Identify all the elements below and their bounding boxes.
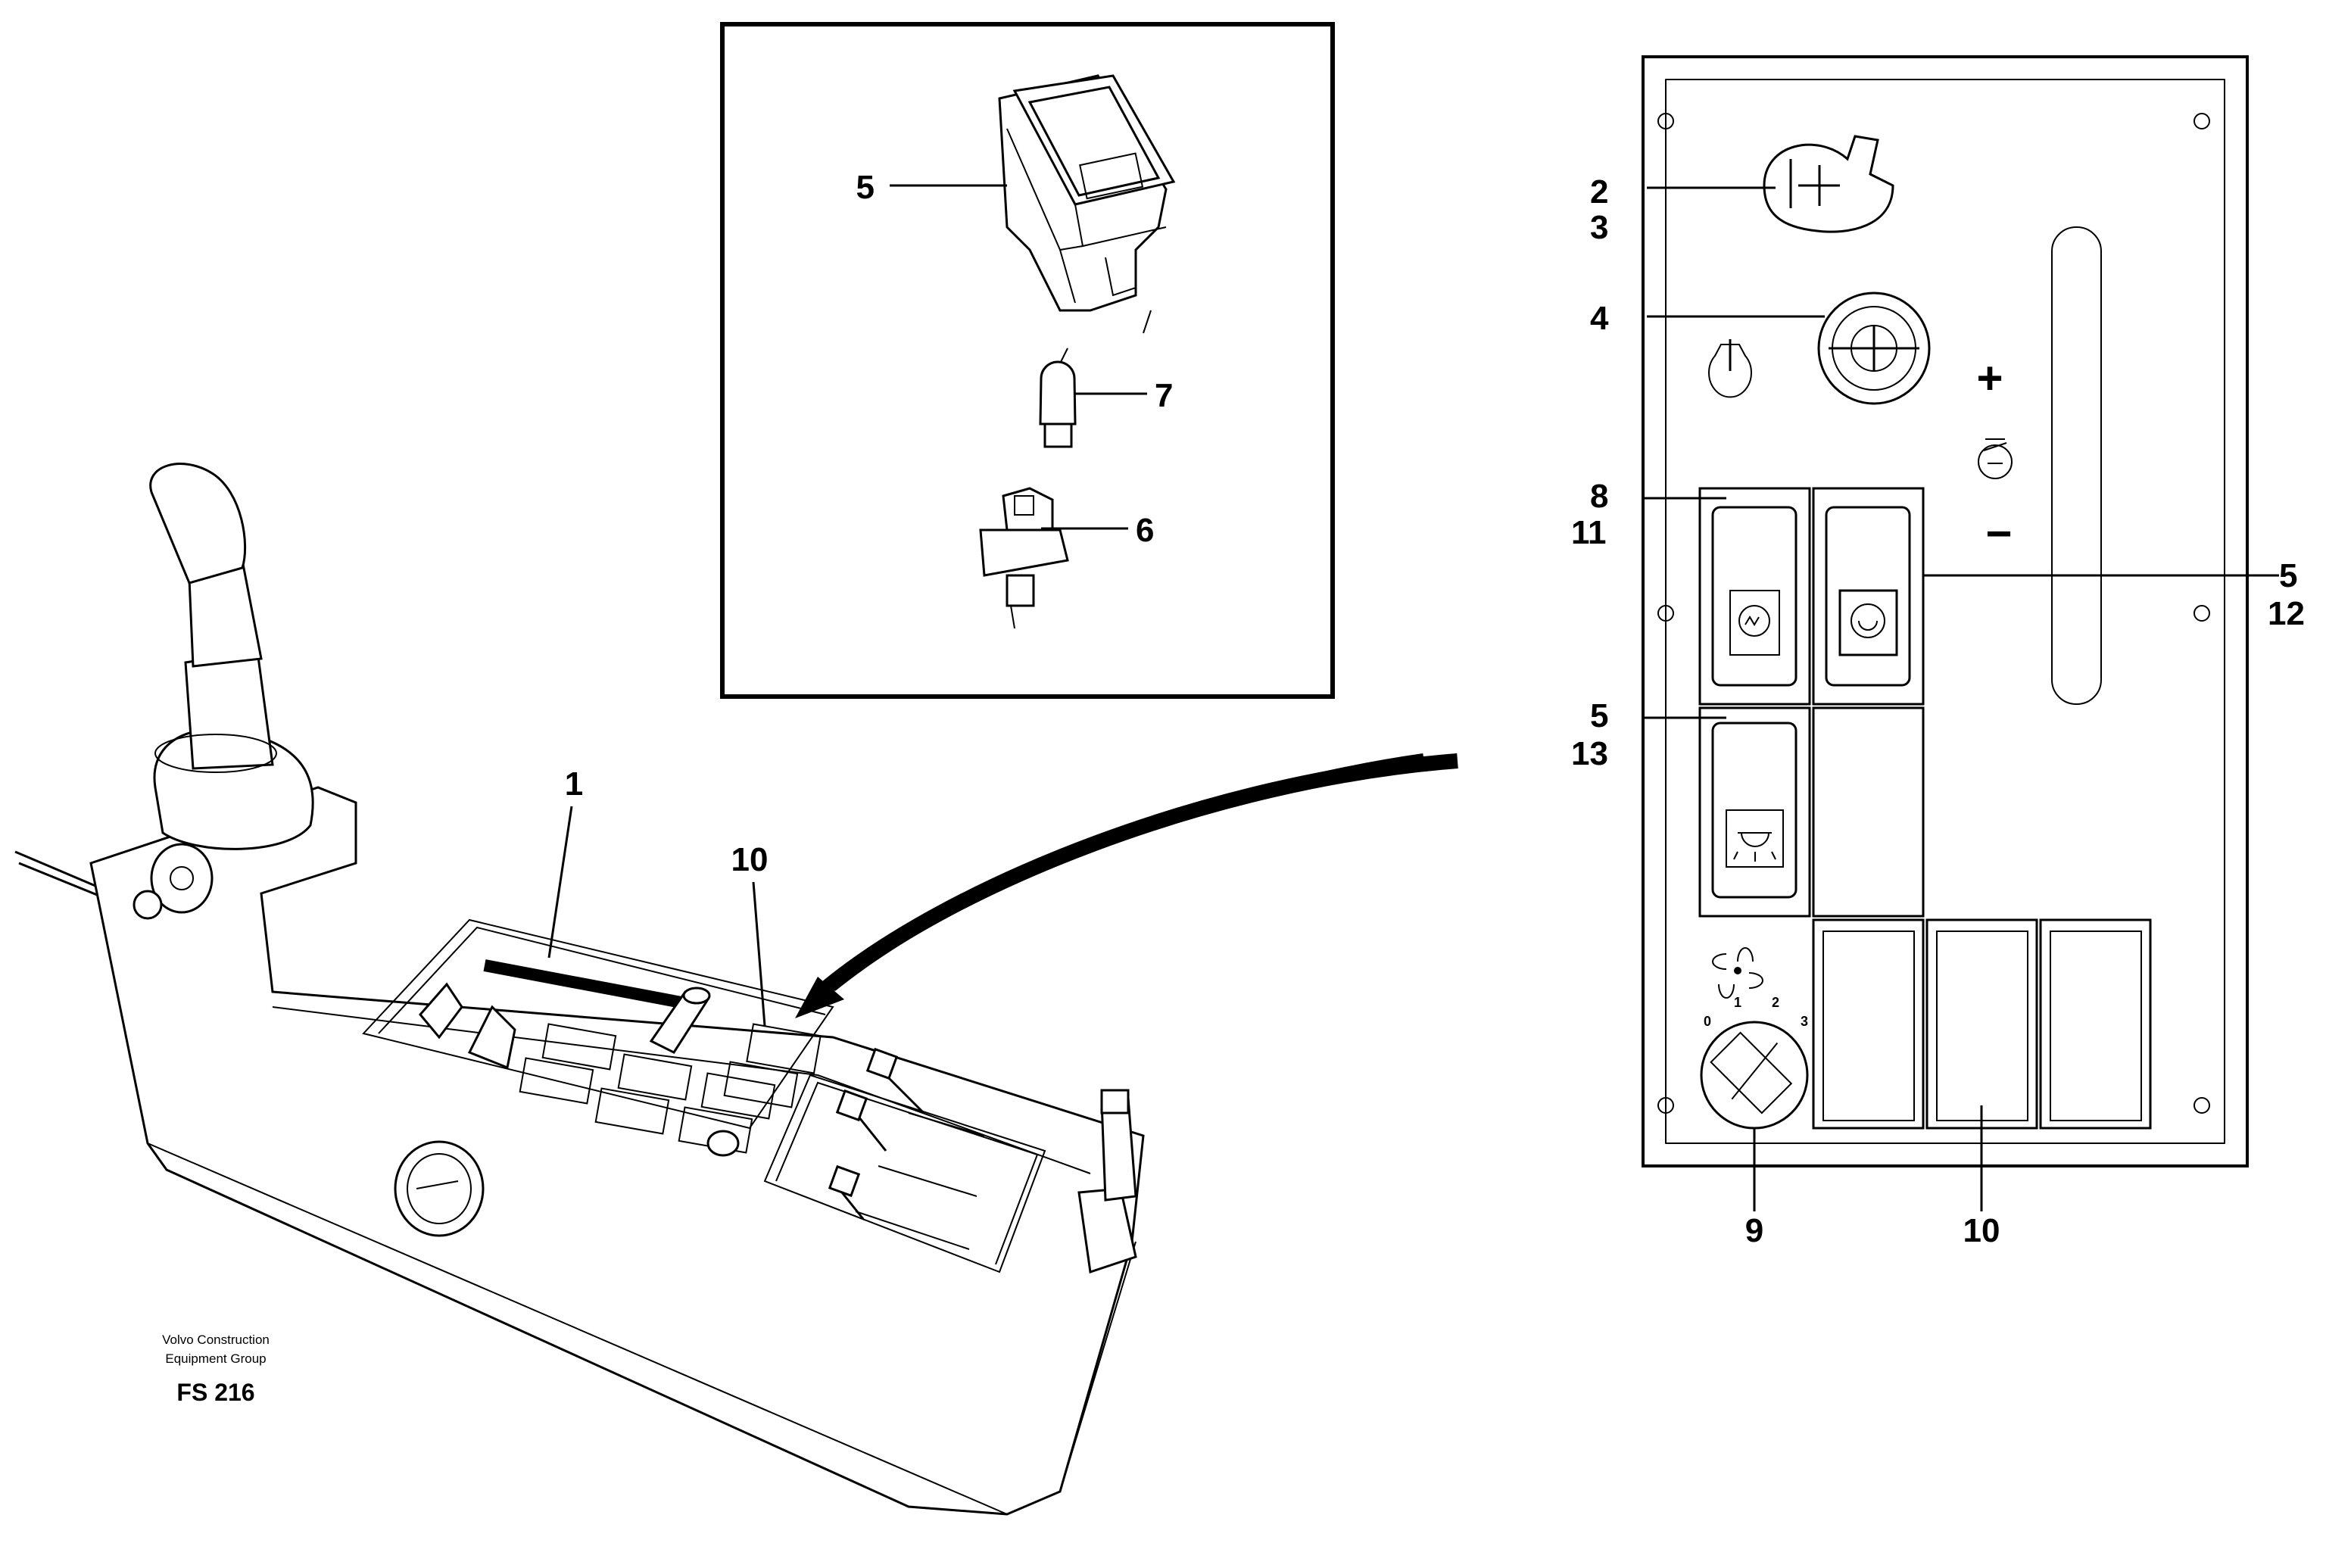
screw bbox=[2193, 1097, 2210, 1114]
callout-10: 10 bbox=[1963, 1212, 2000, 1249]
figure-code: FS 216 bbox=[176, 1379, 254, 1406]
ignition-switch-drawing bbox=[1708, 291, 1931, 405]
lock-knob-drawing bbox=[133, 843, 214, 920]
screw bbox=[2193, 605, 2210, 622]
curved-arrow bbox=[795, 753, 1458, 1018]
callout-11: 11 bbox=[1571, 514, 1607, 551]
control-console-drawing bbox=[14, 463, 1145, 1516]
dimmer-minus: − bbox=[1985, 508, 2012, 559]
fan-mark-1: 1 bbox=[1734, 995, 1741, 1010]
leader-blank-cover bbox=[752, 881, 766, 1027]
fan-mark-0: 0 bbox=[1704, 1014, 1711, 1029]
blank-cover-b bbox=[1925, 918, 2038, 1130]
callout-5-left: 5 bbox=[1590, 697, 1608, 734]
company-line-2: Equipment Group bbox=[165, 1351, 266, 1366]
callout-3: 3 bbox=[1590, 209, 1608, 246]
blank-slot-1 bbox=[1812, 706, 1925, 918]
callout-blank-cover: 10 bbox=[731, 841, 769, 878]
callout-switch: 5 bbox=[856, 169, 875, 206]
power-socket-drawing bbox=[1763, 135, 1894, 233]
switch-panel-drawing: + − bbox=[1642, 55, 2249, 1167]
company-line-1: Volvo Construction bbox=[162, 1333, 270, 1347]
callout-8: 8 bbox=[1590, 478, 1608, 515]
detail-inset: 5 7 6 bbox=[720, 22, 1335, 699]
callout-slider: 1 bbox=[565, 765, 583, 803]
callout-9: 9 bbox=[1745, 1212, 1763, 1249]
callout-2: 2 bbox=[1590, 173, 1608, 210]
callout-4: 4 bbox=[1590, 300, 1609, 337]
bulb-dimmer-icon bbox=[1978, 438, 2013, 479]
dimmer-slot bbox=[2051, 226, 2102, 705]
panel-outer-frame bbox=[1642, 55, 2249, 1167]
blank-cover-c bbox=[2039, 918, 2152, 1130]
screw bbox=[1657, 113, 1674, 129]
callout-12: 12 bbox=[2268, 595, 2305, 632]
inset-frame bbox=[720, 22, 1335, 699]
screw bbox=[2193, 113, 2210, 129]
screw bbox=[1657, 1097, 1674, 1114]
fan-mark-3: 3 bbox=[1801, 1014, 1808, 1029]
leader-slider bbox=[547, 806, 573, 959]
rocker-switch-slot-3 bbox=[1698, 706, 1811, 918]
fan-mark-2: 2 bbox=[1772, 995, 1779, 1010]
screw bbox=[1657, 605, 1674, 622]
callout-5-right: 5 bbox=[2279, 557, 2297, 594]
blank-cover-a bbox=[1812, 918, 1925, 1130]
dimmer-plus: + bbox=[1976, 353, 2003, 404]
rocker-switch-slot-2 bbox=[1812, 487, 1925, 706]
key-switch-drawing bbox=[419, 982, 516, 1070]
callout-holder: 6 bbox=[1136, 512, 1154, 549]
callout-13: 13 bbox=[1571, 735, 1608, 772]
rocker-switch-slot-1 bbox=[1698, 487, 1811, 706]
rocker-switch-drawing bbox=[998, 74, 1176, 334]
fan-speed-dial: 0 1 2 3 bbox=[1700, 947, 1809, 1130]
callout-bulb: 7 bbox=[1155, 377, 1173, 414]
volvo-emblem bbox=[394, 1140, 485, 1237]
bulb-drawing bbox=[1039, 348, 1077, 448]
bulb-holder-drawing bbox=[979, 487, 1069, 629]
